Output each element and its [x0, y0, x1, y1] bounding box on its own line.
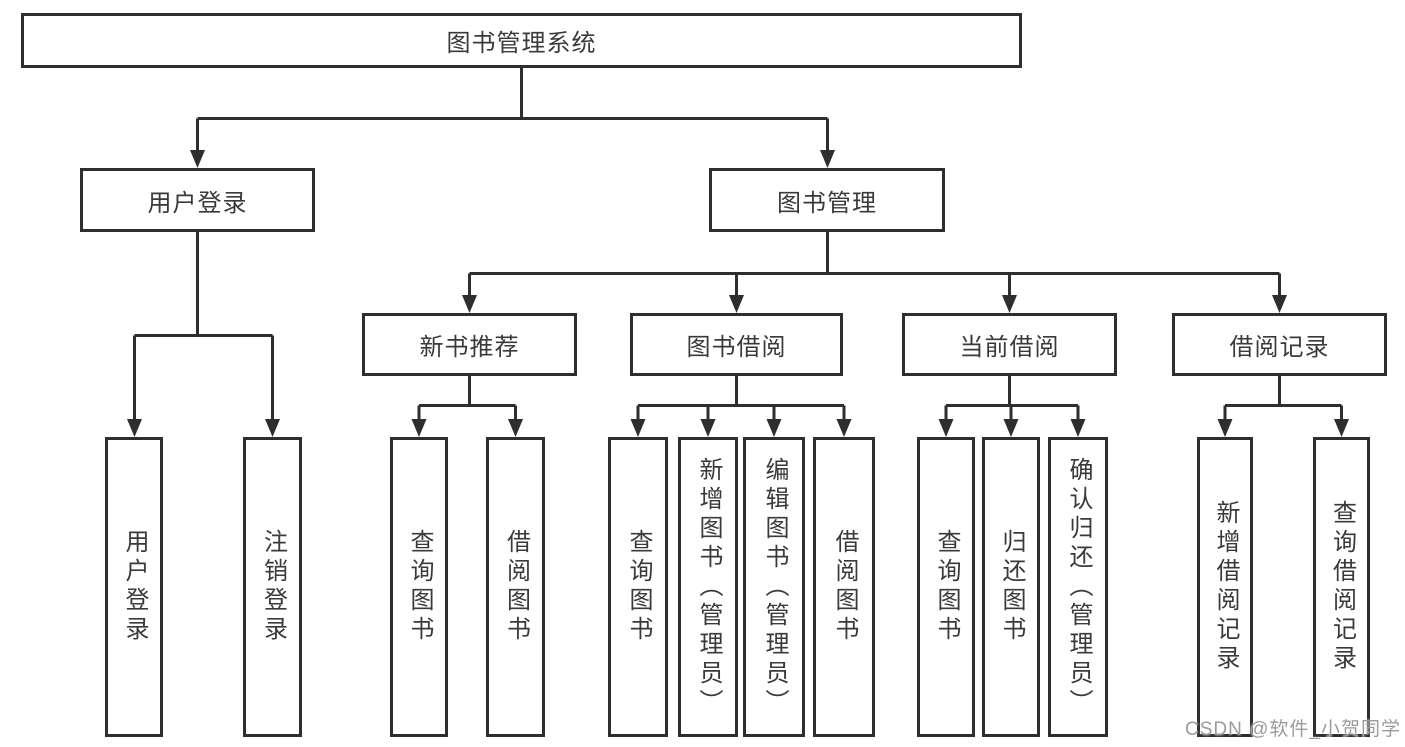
- node-user-login-label: 用户登录: [147, 189, 248, 217]
- leaf-query-books-current-label: 查询图书: [933, 529, 960, 645]
- leaf-query-books-recommend-label: 查询图书: [406, 529, 433, 645]
- node-book-management: 图书管理: [709, 168, 945, 232]
- leaf-query-books-current: 查询图书: [917, 437, 975, 737]
- node-book-borrow-label: 图书借阅: [686, 334, 787, 361]
- node-book-borrow: 图书借阅: [630, 313, 843, 376]
- leaf-confirm-return-admin-label: 确认归还（管理员）: [1065, 456, 1092, 718]
- leaf-add-borrow-record: 新增借阅记录: [1197, 437, 1253, 737]
- node-new-book-recommend: 新书推荐: [362, 313, 577, 376]
- leaf-query-borrow-record: 查询借阅记录: [1313, 437, 1370, 737]
- node-borrow-records-label: 借阅记录: [1229, 334, 1330, 361]
- leaf-add-borrow-record-label: 新增借阅记录: [1212, 500, 1239, 674]
- leaf-user-login-label: 用户登录: [121, 529, 148, 645]
- leaf-query-borrow-record-label: 查询借阅记录: [1328, 500, 1356, 674]
- leaf-edit-book-admin-label: 编辑图书（管理员）: [761, 456, 788, 718]
- leaf-user-login: 用户登录: [105, 437, 163, 737]
- leaf-borrow-books-recommend: 借阅图书: [486, 437, 545, 737]
- leaf-query-books-borrow: 查询图书: [608, 437, 668, 737]
- leaf-borrow-books-label: 借阅图书: [831, 529, 858, 645]
- csdn-watermark: CSDN @软件_小贺同学: [1185, 719, 1401, 740]
- leaf-logout-label: 注销登录: [259, 529, 287, 645]
- leaf-confirm-return-admin: 确认归还（管理员）: [1048, 437, 1108, 737]
- node-book-management-label: 图书管理: [777, 189, 877, 217]
- node-current-borrow: 当前借阅: [902, 313, 1117, 376]
- leaf-edit-book-admin: 编辑图书（管理员）: [743, 437, 805, 737]
- node-root-label: 图书管理系统: [446, 30, 597, 57]
- node-user-login: 用户登录: [80, 168, 315, 232]
- node-current-borrow-label: 当前借阅: [959, 334, 1060, 361]
- leaf-add-book-admin-label: 新增图书（管理员）: [695, 456, 722, 718]
- node-root: 图书管理系统: [21, 13, 1022, 68]
- leaf-query-books-borrow-label: 查询图书: [625, 529, 652, 645]
- leaf-return-book-label: 归还图书: [998, 529, 1025, 645]
- node-new-book-recommend-label: 新书推荐: [419, 334, 520, 361]
- node-borrow-records: 借阅记录: [1172, 313, 1387, 376]
- leaf-borrow-books-recommend-label: 借阅图书: [502, 529, 530, 645]
- leaf-logout: 注销登录: [243, 437, 302, 737]
- leaf-query-books-recommend: 查询图书: [390, 437, 448, 737]
- leaf-borrow-books: 借阅图书: [813, 437, 875, 737]
- leaf-return-book: 归还图书: [982, 437, 1040, 737]
- leaf-add-book-admin: 新增图书（管理员）: [678, 437, 738, 737]
